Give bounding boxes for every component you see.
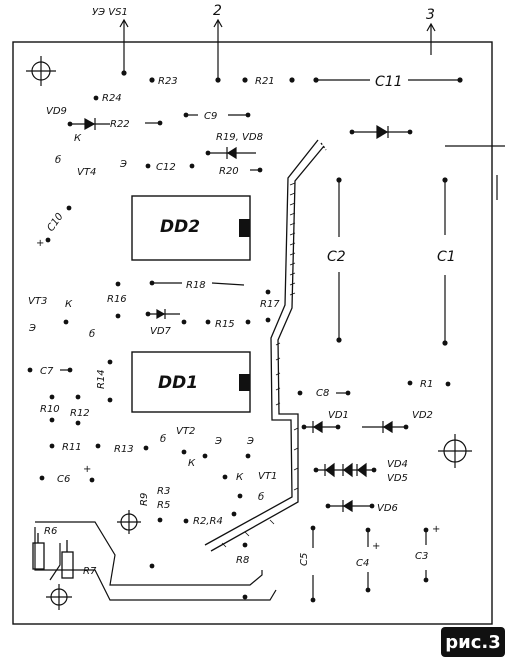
label-vt4-b: б	[55, 154, 61, 166]
label-r8: R8	[236, 555, 249, 566]
label-r19-vd8: R19, VD8	[216, 132, 263, 143]
label-vt2-e: Э	[214, 436, 222, 447]
label-r13: R13	[114, 444, 134, 455]
label-vd9: VD9	[46, 106, 67, 117]
label-vt1-k: К	[236, 472, 244, 483]
label-r5: R5	[157, 500, 170, 511]
diode-vd8	[208, 146, 256, 160]
label-vd5: VD5	[387, 473, 408, 484]
label-vd1: VD1	[328, 410, 349, 421]
label-r10: R10	[40, 404, 60, 415]
svg-text:DD1: DD1	[158, 373, 198, 393]
label-vt2-b: б	[160, 433, 166, 445]
label-vt3-b: б	[89, 328, 95, 340]
label-output-3: 3	[426, 7, 435, 23]
svg-text:DD2: DD2	[160, 217, 200, 237]
label-r1: R1	[420, 379, 433, 390]
mounting-holes	[26, 56, 472, 610]
label-c6: C6	[57, 474, 70, 485]
label-r6: R6	[44, 526, 57, 537]
label-c12: C12	[156, 162, 176, 173]
label-vt3-k: К	[65, 299, 73, 310]
resistors-r6-r7	[32, 533, 74, 579]
label-vt1: VT1	[258, 471, 277, 482]
figure-label-badge: рис.3	[441, 627, 505, 657]
label-r7: R7	[83, 566, 97, 577]
label-r22: R22	[110, 119, 130, 130]
label-r21: R21	[255, 76, 275, 87]
diode-vd7	[148, 308, 180, 320]
label-vt4: VT4	[77, 167, 96, 178]
label-r12: R12	[70, 408, 90, 419]
label-r20: R20	[219, 166, 239, 177]
label-r2-r4: R2,R4	[193, 516, 223, 527]
label-r3: R3	[157, 486, 170, 497]
label-k-vd9: К	[74, 133, 82, 144]
label-vt2-k: К	[188, 458, 196, 469]
label-vt2: VT2	[176, 426, 195, 437]
label-output-2: 2	[213, 3, 222, 19]
label-c7: C7	[40, 366, 54, 377]
label-r11: R11	[62, 442, 82, 453]
output-leads	[119, 18, 505, 200]
label-r18: R18	[186, 280, 206, 291]
label-r14: R14	[96, 369, 107, 389]
lower-left-traces	[34, 521, 277, 601]
diodes-vd4-vd5	[316, 462, 374, 478]
label-ue-vs1: УЭ VS1	[92, 7, 128, 18]
diode-upper-right	[352, 124, 410, 140]
label-r23: R23	[158, 76, 178, 87]
diode-vd1	[304, 420, 336, 434]
label-vd4: VD4	[387, 459, 408, 470]
label-r9: R9	[139, 493, 150, 506]
label-c9: C9	[204, 111, 217, 122]
label-r16: R16	[107, 294, 127, 305]
chip-dd2: DD2	[131, 195, 251, 261]
label-c11: C11	[375, 74, 403, 90]
label-c1: C1	[437, 249, 456, 265]
label-vt3-e: Э	[28, 323, 36, 334]
label-r15: R15	[215, 319, 235, 330]
label-vt3: VT3	[28, 296, 47, 307]
label-r17: R17	[260, 299, 280, 310]
label-vt1-e: Э	[246, 436, 254, 447]
diode-vd2	[362, 420, 406, 434]
label-c2: C2	[327, 249, 346, 265]
resistor-r18	[152, 282, 245, 286]
label-c3-plus: +	[432, 524, 440, 535]
board-outline	[12, 41, 493, 625]
label-c8: C8	[316, 388, 329, 399]
label-c6-plus: +	[83, 464, 91, 475]
label-vd6: VD6	[377, 503, 398, 514]
label-vd7: VD7	[150, 326, 172, 337]
chip-dd1: DD1	[131, 351, 251, 413]
label-c3: C3	[415, 551, 428, 562]
label-vd2: VD2	[412, 410, 433, 421]
label-c4-plus: +	[372, 541, 380, 552]
label-r24: R24	[102, 93, 122, 104]
label-c10-plus: +	[36, 238, 44, 249]
diode-vd6	[328, 499, 372, 513]
label-vt1-b: б	[258, 491, 264, 503]
label-c10: C10	[45, 211, 65, 233]
label-c4: C4	[356, 558, 369, 569]
label-c5: C5	[299, 553, 310, 566]
diode-vd9	[70, 117, 110, 131]
capacitors-c3-c4-c5-leads	[312, 528, 427, 600]
power-track	[204, 139, 327, 552]
label-vt4-e: Э	[119, 159, 127, 170]
